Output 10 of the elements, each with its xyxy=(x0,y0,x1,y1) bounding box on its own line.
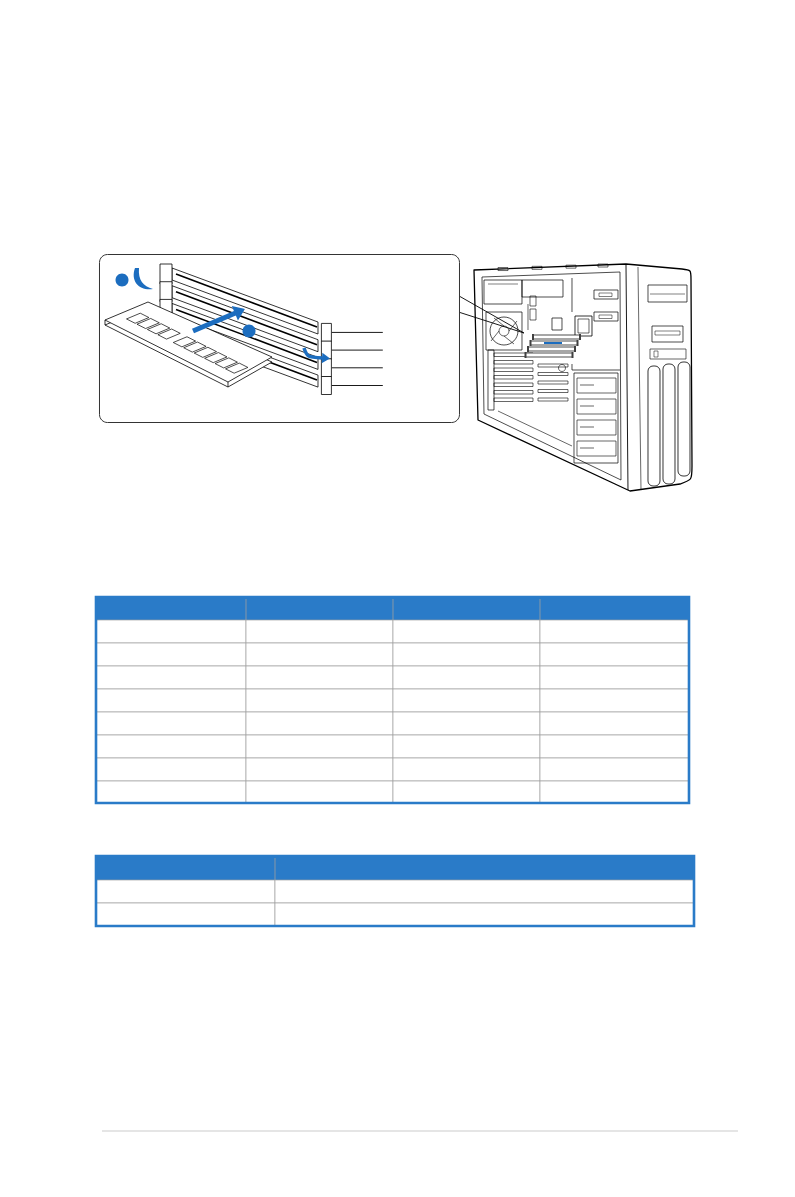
callout-line xyxy=(459,296,525,334)
leader-line xyxy=(331,331,384,333)
leader-line xyxy=(331,385,384,386)
slot-latch xyxy=(321,376,332,395)
leader-line xyxy=(331,349,384,351)
leader-line xyxy=(331,367,384,369)
inset-frame xyxy=(99,254,460,423)
slot-latch xyxy=(321,323,332,342)
memory-bank-drawing xyxy=(524,334,581,358)
tower-case-drawing xyxy=(473,263,693,492)
